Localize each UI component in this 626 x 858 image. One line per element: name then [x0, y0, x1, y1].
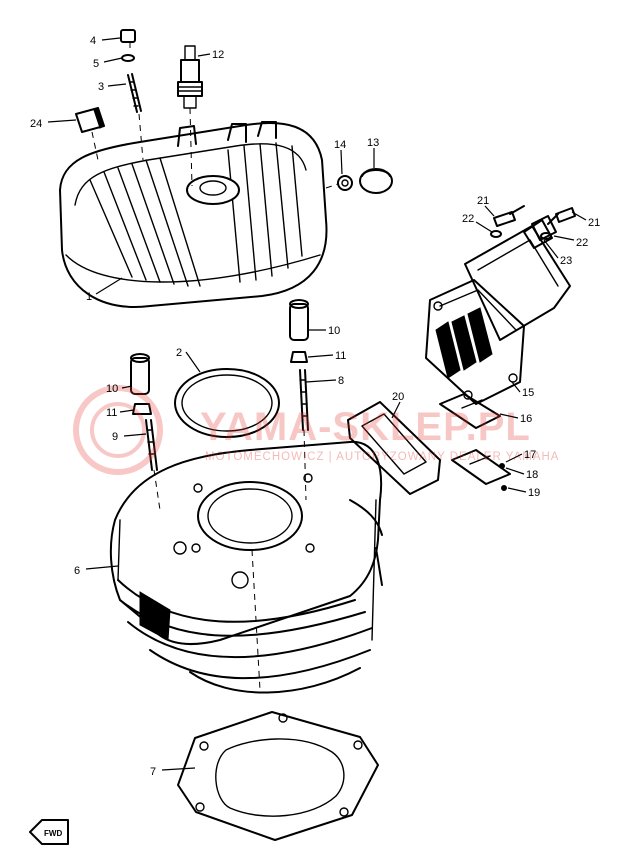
callout-11-left: 11	[106, 407, 117, 419]
callout-17: 17	[524, 449, 536, 461]
callout-14: 14	[334, 139, 346, 151]
callout-22-left: 22	[462, 213, 474, 225]
callout-20: 20	[392, 391, 404, 403]
callout-13: 13	[367, 137, 379, 149]
callout-1: 1	[86, 291, 92, 303]
callout-3: 3	[98, 81, 104, 93]
nut-washer-stud	[120, 29, 144, 161]
callout-15: 15	[522, 387, 534, 399]
thermo-sensor	[75, 107, 105, 161]
callout-8: 8	[338, 375, 344, 387]
head-gasket	[174, 368, 280, 438]
spark-plug	[177, 45, 203, 187]
callout-10-right: 10	[328, 325, 340, 337]
callout-23: 23	[560, 255, 572, 267]
callout-18: 18	[526, 469, 538, 481]
callout-6: 6	[74, 565, 80, 577]
cylinder-head	[59, 121, 328, 308]
callout-24: 24	[30, 118, 42, 130]
callout-10-left: 10	[106, 383, 118, 395]
front-marker-label: FWD	[44, 829, 62, 838]
callout-16: 16	[520, 413, 532, 425]
callout-11-right: 11	[335, 350, 346, 362]
intake-gasket	[347, 401, 441, 495]
watermark-main-text: YAMA-SKLEP.PL	[200, 405, 531, 449]
callout-19: 19	[528, 487, 540, 499]
cylinder-block	[109, 440, 383, 694]
left-stud-assembly	[130, 353, 161, 511]
callout-9: 9	[112, 431, 118, 443]
callout-4: 4	[90, 35, 96, 47]
callout-21-right: 21	[588, 217, 600, 229]
callout-numbers: 4 5 3 12 24 14 13 1 2 10 11 8 10 11 9 6 …	[30, 35, 600, 778]
callout-21-left: 21	[477, 195, 489, 207]
right-stud-assembly	[289, 299, 309, 501]
callout-5: 5	[93, 58, 99, 70]
callout-2: 2	[176, 347, 182, 359]
reed-valve-assembly	[425, 219, 571, 405]
front-direction-marker: FWD	[29, 819, 69, 845]
plug-cap	[325, 168, 393, 194]
callout-7: 7	[150, 766, 156, 778]
base-gasket	[177, 711, 379, 841]
callout-22-right: 22	[576, 237, 588, 249]
reed-plates	[439, 393, 511, 491]
leader-lines	[47, 37, 587, 771]
watermark-sub-text: MOTOMECHOWICZ | AUTORYZOWANY DEALER YAMA…	[205, 451, 559, 463]
callout-12: 12	[212, 49, 224, 61]
reed-fasteners	[490, 205, 576, 241]
watermark: YAMA-SKLEP.PL MOTOMECHOWICZ | AUTORYZOWA…	[73, 385, 559, 475]
